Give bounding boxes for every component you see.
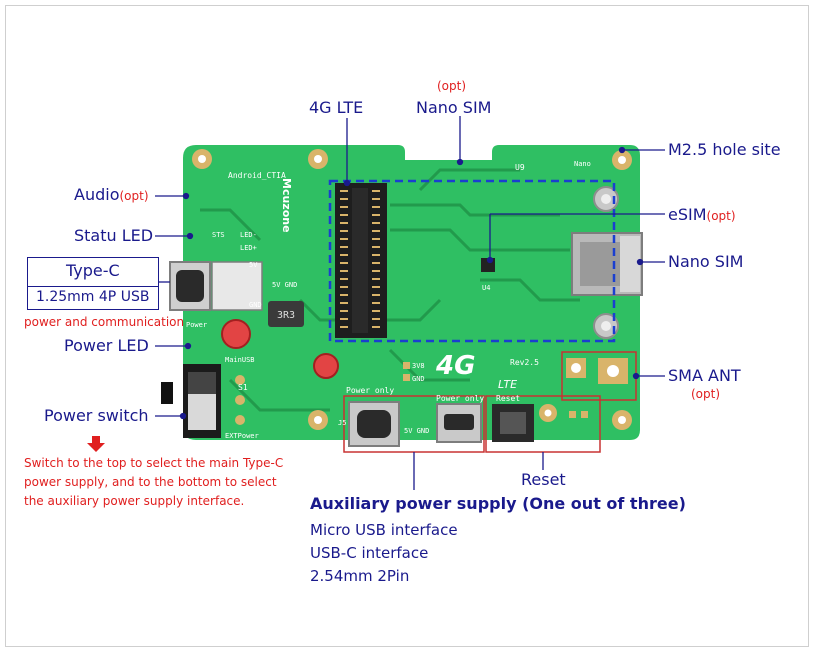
label-audio-text: Audio [74,185,120,204]
pcb-board [183,145,640,440]
switch-pins [235,375,245,425]
switch-note-line-2: power supply, and to the bottom to selec… [24,475,277,489]
silk-gnd2: GND [412,375,425,383]
reset-button-part [492,404,534,442]
silk-power-only-1: Power only [346,386,394,395]
silk-nano: Nano [574,160,591,168]
capacitor-1 [221,319,251,349]
label-nano-sim-top: Nano SIM [416,98,492,117]
silk-gnd: GND [249,301,262,309]
silk-5v: 5V [249,261,258,269]
label-nano-sim-right: Nano SIM [668,252,744,271]
capacitor-2 [313,353,339,379]
label-audio: Audio(opt) [74,185,149,204]
lte-dashed-outline [328,179,616,343]
aux-usbc-connector [348,401,400,447]
silk-3v8: 3V8 [412,362,425,370]
silk-rev: Rev2.5 [510,358,539,367]
pin-header-v [403,362,410,381]
silk-4g: 4G [435,351,475,381]
silk-reset: Reset [496,394,520,403]
aux-microusb-connector [436,403,482,443]
label-sma-ant: SMA ANT [668,366,741,385]
typec-label-box [27,257,159,310]
nano-sim-slot [571,232,643,296]
label-nano-sim-opt: (opt) [437,79,467,93]
silk-led-minus: LED- [240,231,257,239]
label-audio-opt: (opt) [119,189,149,203]
power-switch [161,364,221,438]
label-reset: Reset [521,470,566,489]
down-arrow-icon [87,436,105,452]
silk-mainusb: MainUSB [225,356,255,364]
silk-power: Power [186,321,207,329]
switch-note-line-3: the auxiliary power supply interface. [24,494,245,508]
silk-android: Android_CTIA [228,171,286,180]
label-esim: eSIM(opt) [668,205,736,224]
label-sma-opt: (opt) [691,387,721,401]
label-status-led: Statu LED [74,226,154,245]
leader-lines [155,116,665,490]
silk-5vgnd: 5V GND [272,281,297,289]
silk-lte: LTE [498,378,517,391]
label-esim-opt: (opt) [706,209,736,223]
label-typec: Type-C [66,261,120,280]
silk-u9: U9 [515,163,525,172]
pin-header [569,411,588,418]
main-typec-connector [169,261,263,311]
silk-power-only-2: Power only [436,394,484,403]
lte-module-slot [335,183,387,338]
silk-led-plus: LED+ [240,244,257,252]
aux-item-microusb: Micro USB interface [310,521,458,539]
switch-note: Switch to the top to select the main Typ… [24,454,283,511]
silk-sts: STS [212,231,225,239]
typec-box-divider [28,286,158,287]
silk-5vgnd-b: 5V GND [404,427,429,435]
label-m25-hole: M2.5 hole site [668,140,781,159]
label-power-switch: Power switch [44,406,149,425]
silk-3r3: 3R3 [277,310,295,321]
label-typec-sub: 1.25mm 4P USB [36,289,150,305]
label-power-comm: power and communication [24,315,185,329]
inductor [268,301,304,327]
silk-brand: Mcuzone [280,178,293,233]
switch-note-line-1: Switch to the top to select the main Typ… [24,456,284,470]
aux-item-usbc: USB-C interface [310,544,429,562]
sma-pads [566,358,628,384]
silk-extpower: EXTPower [225,432,259,440]
label-power-led: Power LED [64,336,149,355]
label-esim-text: eSIM [668,205,707,224]
silk-s1: S1 [238,383,248,392]
label-4g-lte: 4G LTE [309,98,364,117]
aux-title: Auxiliary power supply (One out of three… [310,494,686,513]
aux-item-2pin: 2.54mm 2Pin [310,567,410,585]
silk-j5: J5 [338,419,346,427]
silk-u4: U4 [482,284,490,292]
